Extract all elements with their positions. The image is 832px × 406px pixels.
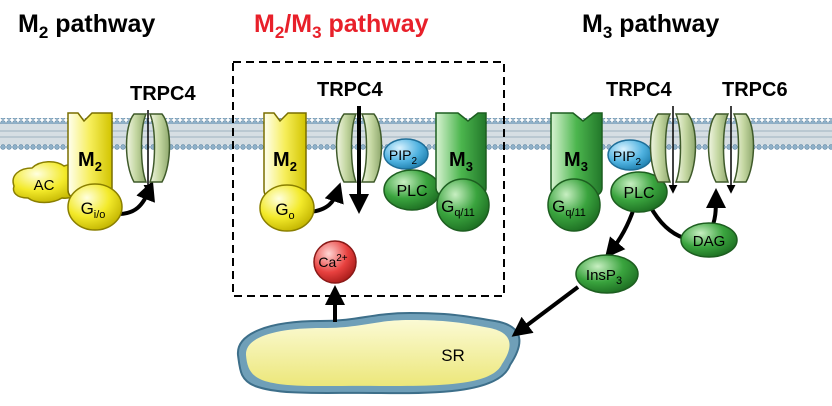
ac-label: AC bbox=[34, 177, 55, 194]
m2-m3-region-box bbox=[232, 61, 505, 297]
svg-text:Gi/o: Gi/o bbox=[81, 199, 106, 221]
left-trpc4-channel bbox=[125, 110, 171, 194]
middle-pip2: PIP2 bbox=[383, 138, 429, 170]
left-m2-receptor: M2 bbox=[67, 112, 113, 201]
middle-trpc4-channel bbox=[335, 106, 383, 214]
middle-trpc4-label: TRPC4 bbox=[317, 79, 383, 101]
right-trpc6-channel bbox=[707, 106, 755, 194]
right-trpc6-label: TRPC6 bbox=[722, 79, 788, 101]
right-trpc4-channel bbox=[649, 106, 697, 194]
right-plc: PLC bbox=[610, 171, 668, 213]
middle-gq11-protein: Gq/11 bbox=[436, 178, 490, 232]
svg-text:DAG: DAG bbox=[693, 233, 726, 250]
svg-text:Go: Go bbox=[275, 200, 294, 222]
middle-plc: PLC bbox=[383, 169, 441, 211]
left-trpc4-label: TRPC4 bbox=[130, 83, 196, 105]
middle-go-protein: Go bbox=[259, 184, 315, 232]
dag: DAG bbox=[680, 222, 738, 258]
right-gq11-protein: Gq/11 bbox=[547, 178, 601, 232]
svg-text:Gq/11: Gq/11 bbox=[441, 197, 475, 219]
left-gio-protein: Gi/o bbox=[67, 183, 123, 231]
right-trpc4-label: TRPC4 bbox=[606, 79, 672, 101]
sarcoplasmic-reticulum: SR bbox=[236, 311, 521, 395]
svg-text:PIP2: PIP2 bbox=[389, 147, 418, 167]
svg-text:M3: M3 bbox=[564, 149, 588, 174]
svg-text:Ca2+: Ca2+ bbox=[318, 253, 347, 270]
calcium-ion: Ca2+ bbox=[313, 240, 357, 284]
insp3: InsP3 bbox=[575, 254, 639, 294]
right-pip2: PIP2 bbox=[607, 139, 653, 171]
svg-text:M2: M2 bbox=[78, 149, 102, 174]
sr-label: SR bbox=[441, 346, 465, 365]
m3-pathway-title: M3 pathway bbox=[582, 10, 719, 42]
left-ac: AC bbox=[12, 161, 82, 204]
svg-text:M2: M2 bbox=[273, 149, 297, 174]
svg-text:Gq/11: Gq/11 bbox=[552, 197, 586, 219]
svg-text:PLC: PLC bbox=[623, 185, 654, 202]
svg-text:PIP2: PIP2 bbox=[613, 148, 642, 168]
m2-pathway-title: M2 pathway bbox=[18, 10, 155, 42]
svg-text:PLC: PLC bbox=[396, 183, 427, 200]
svg-text:M3: M3 bbox=[449, 149, 473, 174]
m2-m3-pathway-title: M2/M3 pathway bbox=[254, 10, 429, 42]
svg-text:InsP3: InsP3 bbox=[586, 267, 622, 287]
